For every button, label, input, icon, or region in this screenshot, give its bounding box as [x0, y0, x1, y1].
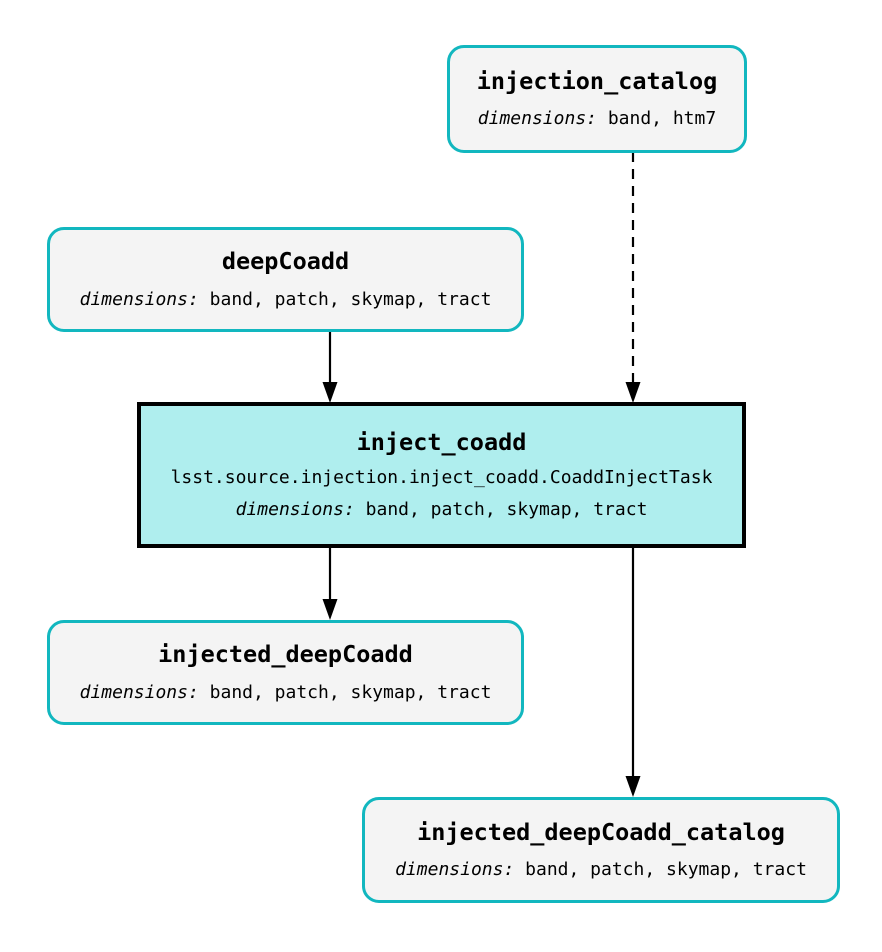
node-title: injected_deepCoadd	[158, 640, 413, 669]
dimensions-value: band, patch, skymap, tract	[209, 681, 492, 703]
dimensions-value: band, patch, skymap, tract	[209, 288, 492, 310]
node-inject-coadd-task: inject_coadd lsst.source.injection.injec…	[137, 402, 746, 548]
dimensions-value: band, patch, skymap, tract	[365, 498, 648, 520]
dimensions-label: dimensions:	[477, 108, 597, 130]
node-injected-deepCoadd-catalog: injected_deepCoadd_catalog dimensions: ba…	[362, 797, 840, 903]
dimensions-value: band, htm7	[607, 108, 717, 130]
arrowhead-deepCoadd-to-inject-coadd	[322, 382, 338, 403]
dimensions-label: dimensions:	[79, 288, 199, 310]
dimensions-label: dimensions:	[395, 859, 515, 881]
node-injection-catalog: injection_catalog dimensions: band, htm7	[447, 45, 747, 153]
node-dimensions: dimensions: band, patch, skymap, tract	[235, 498, 648, 520]
arrowhead-injection-catalog-to-inject-coadd	[625, 382, 641, 403]
dimensions-label: dimensions:	[235, 498, 355, 520]
node-dimensions: dimensions: band, patch, skymap, tract	[79, 681, 492, 703]
node-title: inject_coadd	[356, 428, 527, 457]
node-dimensions: dimensions: band, htm7	[478, 110, 716, 128]
dimensions-label: dimensions:	[79, 681, 199, 703]
node-title: deepCoadd	[221, 247, 350, 276]
arrowhead-inject-coadd-to-injected-deepCoadd	[322, 599, 338, 620]
task-class-path: lsst.source.injection.inject_coadd.Coadd…	[170, 466, 713, 488]
arrowhead-inject-coadd-to-injected-deepCoadd-catalog	[625, 776, 641, 797]
node-injected-deepCoadd: injected_deepCoadd dimensions: band, patc…	[47, 620, 524, 725]
node-deepCoadd: deepCoadd dimensions: band, patch, skymap…	[47, 227, 524, 332]
dimensions-value: band, patch, skymap, tract	[525, 859, 807, 881]
node-title: injection_catalog	[476, 66, 718, 95]
node-dimensions: dimensions: band, patch, skymap, tract	[79, 288, 492, 310]
node-title: injected_deepCoadd_catalog	[417, 817, 785, 846]
node-dimensions: dimensions: band, patch, skymap, tract	[395, 861, 807, 879]
